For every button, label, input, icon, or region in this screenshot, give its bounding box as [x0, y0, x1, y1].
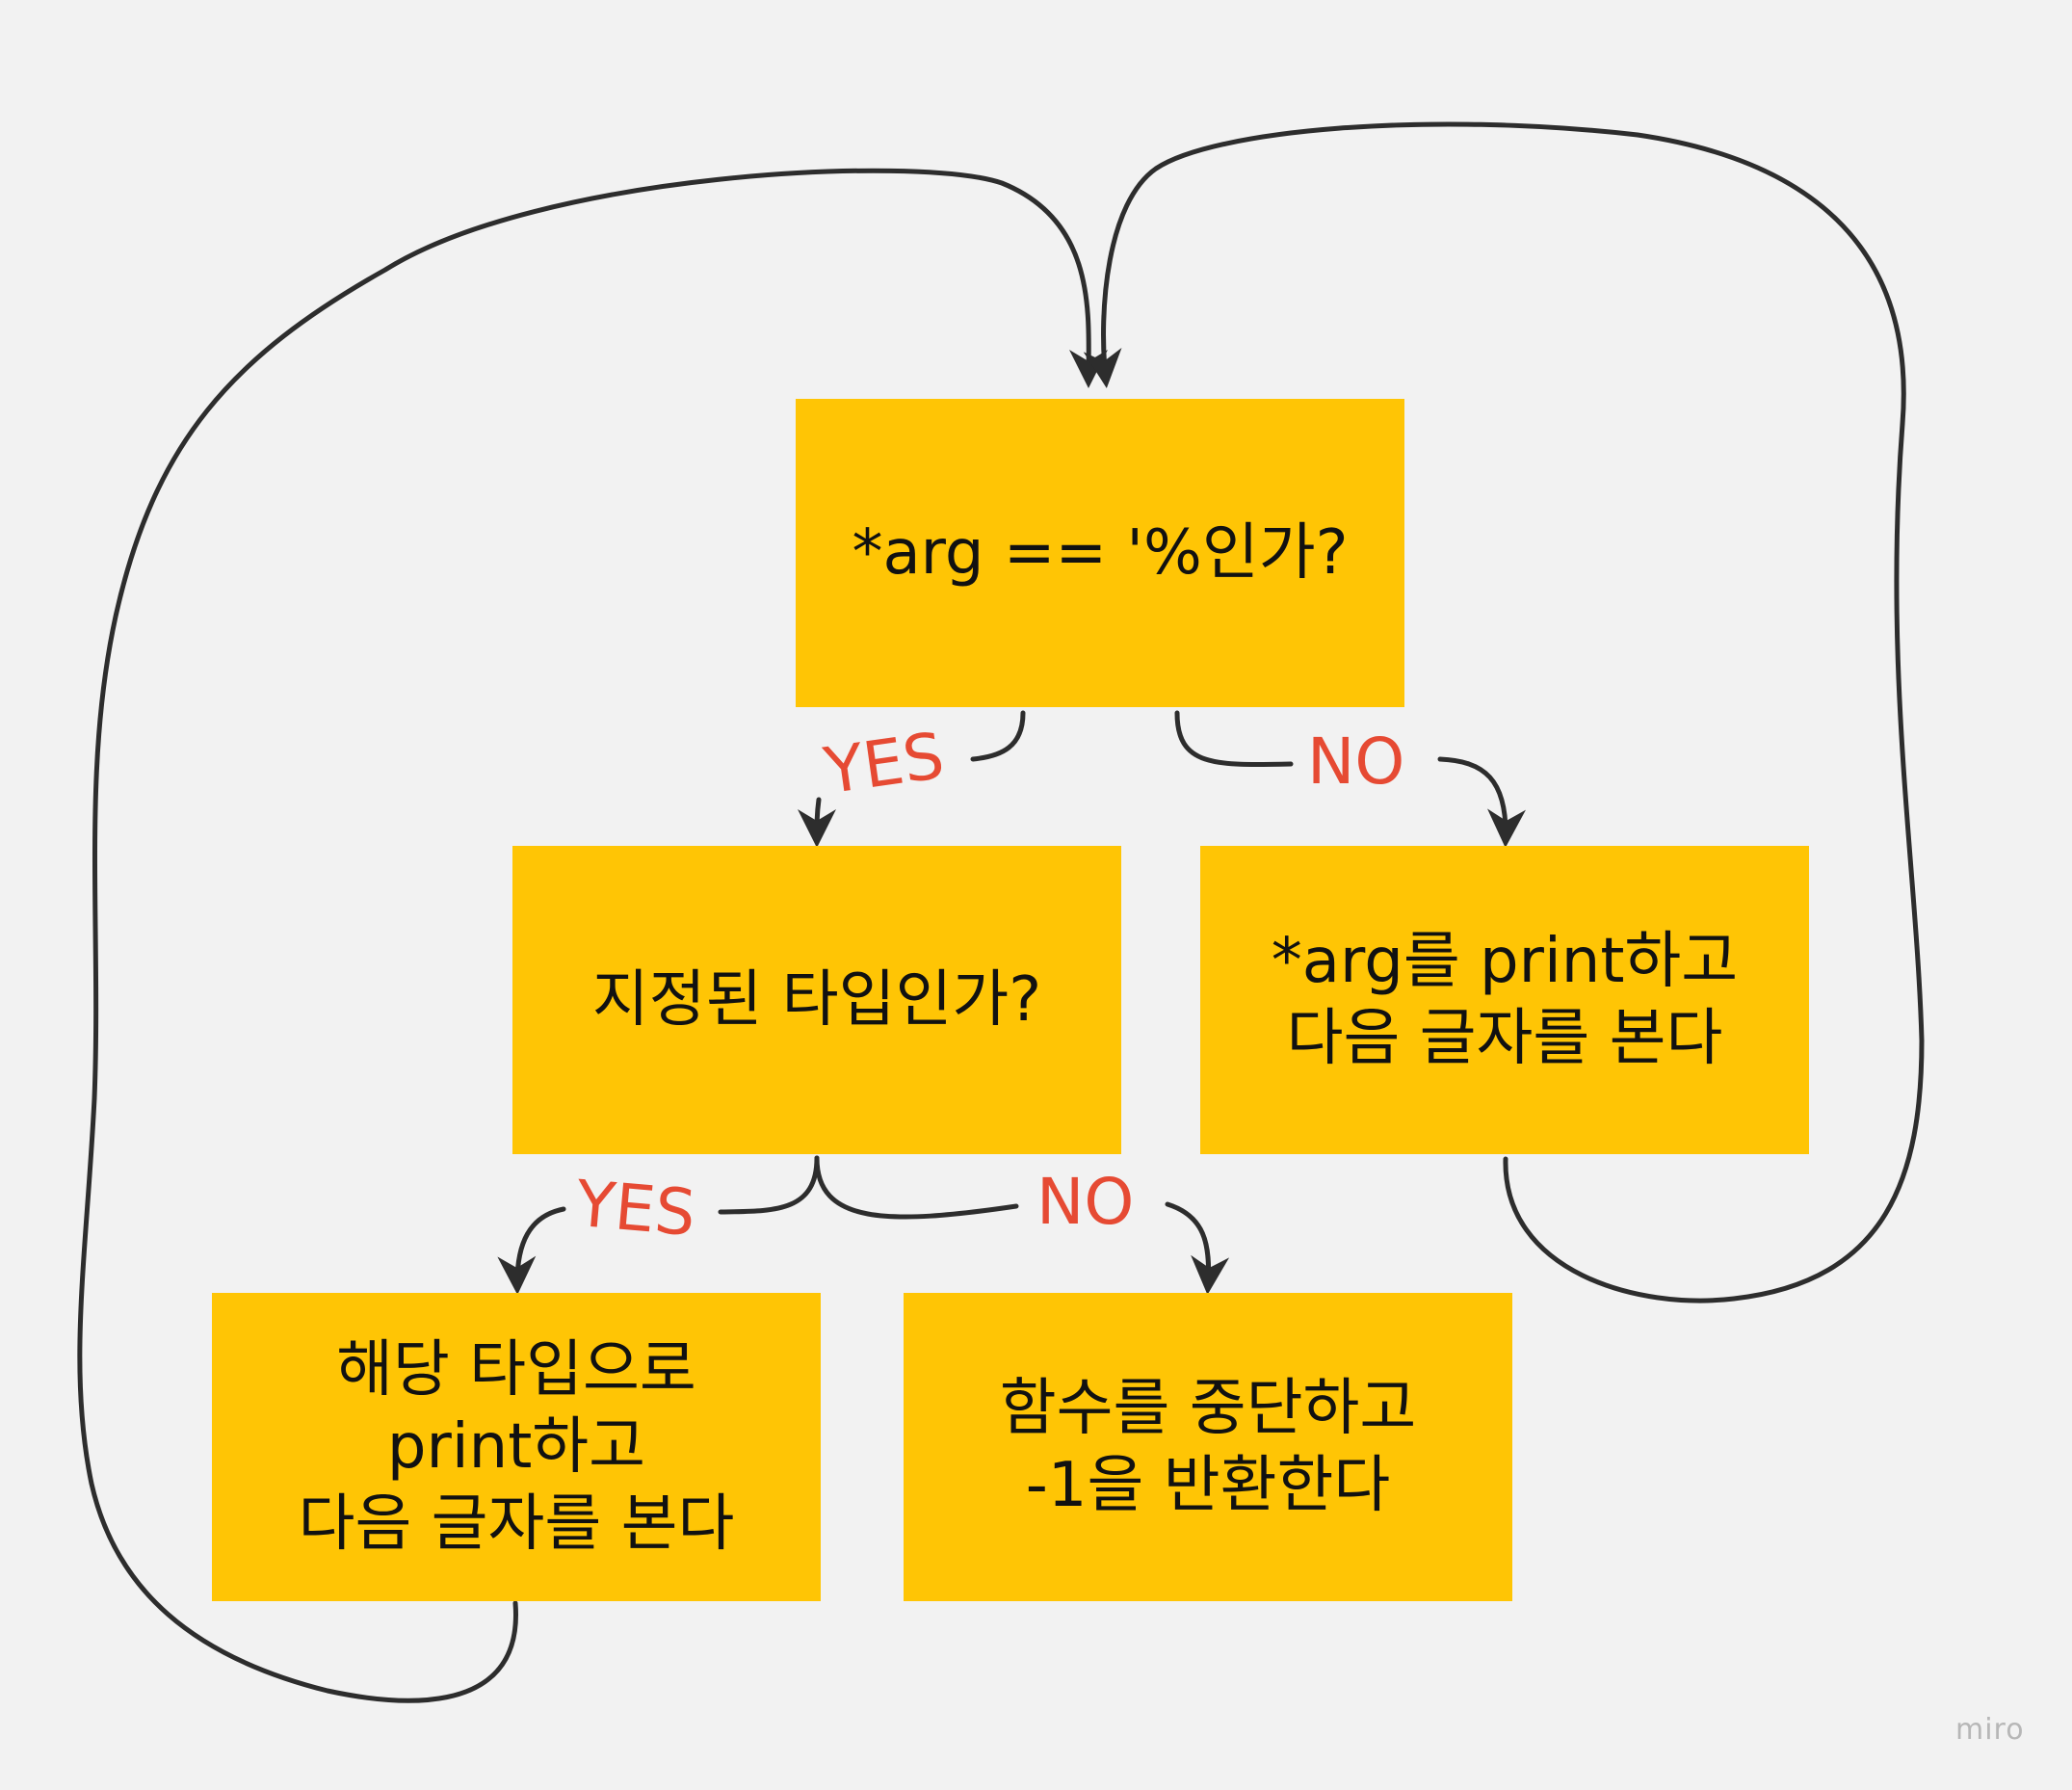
miro-watermark: miro [1955, 1713, 2025, 1747]
connector-percent-no-arrow [1437, 756, 1526, 848]
decision-type-node: 지정된 타입인가? [512, 846, 1121, 1154]
connector-type-no-arrow [1165, 1201, 1230, 1295]
print-char-text: *arg를 print하고 다음 글자를 본다 [1271, 926, 1739, 1074]
edge-label-type-no: NO [1036, 1165, 1135, 1239]
decision-percent-node: *arg == '%인가? [796, 399, 1404, 707]
connector-percent-no [1174, 710, 1294, 768]
print-typed-node: 해당 타입으로 print하고 다음 글자를 본다 [212, 1293, 821, 1601]
connector-loop-right [1083, 121, 1925, 1303]
connector-percent-yes [970, 710, 1026, 762]
decision-percent-text: *arg == '%인가? [852, 517, 1349, 589]
return-error-text: 함수를 중단하고 -1을 반환한다 [999, 1373, 1417, 1521]
connector-loop-left [77, 168, 1109, 1703]
edge-label-percent-no: NO [1307, 724, 1405, 799]
connector-type-split [718, 1155, 820, 1215]
print-typed-text: 해당 타입으로 print하고 다음 글자를 본다 [298, 1334, 735, 1560]
print-char-node: *arg를 print하고 다음 글자를 본다 [1200, 846, 1809, 1154]
decision-type-text: 지정된 타입인가? [591, 964, 1042, 1036]
connector-percent-yes-arrow [798, 797, 837, 848]
edge-label-type-yes: YES [572, 1166, 699, 1251]
return-error-node: 함수를 중단하고 -1을 반환한다 [904, 1293, 1512, 1601]
connector-type-yes-arrow [497, 1206, 566, 1295]
connector-type-no [814, 1155, 1019, 1220]
edge-label-percent-yes: YES [820, 718, 949, 809]
